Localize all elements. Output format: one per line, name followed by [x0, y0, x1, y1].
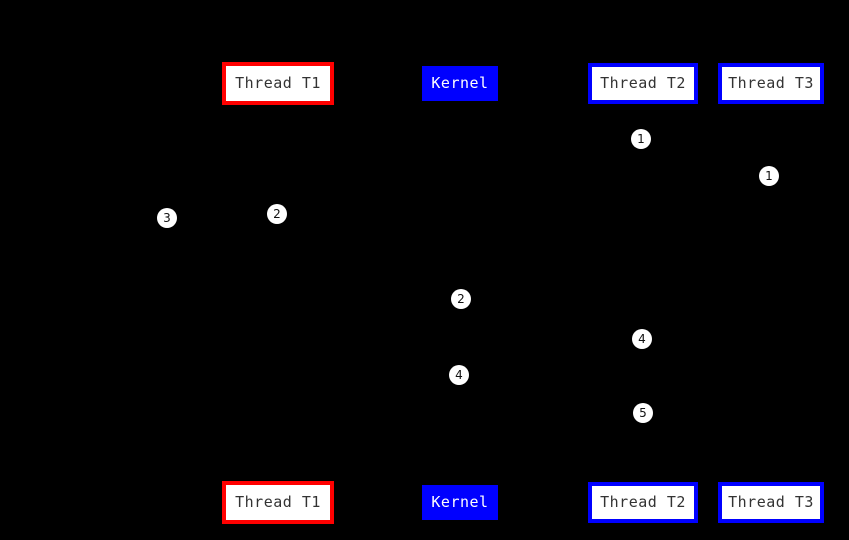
step-marker-2: 2 — [451, 289, 471, 309]
participant-thread-t3-top[interactable]: Thread T3 — [718, 63, 824, 104]
participant-label: Thread T1 — [235, 74, 321, 92]
participant-kernel-bottom[interactable]: Kernel — [422, 485, 498, 520]
participant-label: Thread T3 — [728, 493, 814, 511]
participant-thread-t2-top[interactable]: Thread T2 — [588, 63, 698, 104]
participant-label: Thread T2 — [600, 493, 686, 511]
participant-thread-t1-top[interactable]: Thread T1 — [222, 62, 334, 105]
participant-thread-t2-bottom[interactable]: Thread T2 — [588, 482, 698, 523]
step-marker-5: 5 — [633, 403, 653, 423]
msg-3-t1 — [167, 218, 278, 219]
participant-thread-t1-bottom[interactable]: Thread T1 — [222, 481, 334, 524]
participant-label: Kernel — [431, 493, 489, 511]
lifeline-thread-t1 — [278, 105, 279, 481]
participant-thread-t3-bottom[interactable]: Thread T3 — [718, 482, 824, 523]
participant-label: Thread T1 — [235, 493, 321, 511]
step-marker-3: 3 — [157, 208, 177, 228]
step-marker-1: 1 — [759, 166, 779, 186]
participant-kernel-top[interactable]: Kernel — [422, 66, 498, 101]
step-marker-4: 4 — [632, 329, 652, 349]
step-marker-2: 2 — [267, 204, 287, 224]
participant-label: Thread T3 — [728, 74, 814, 92]
lifeline-thread-t3 — [771, 104, 772, 482]
lifeline-thread-t2 — [643, 104, 644, 482]
step-marker-1: 1 — [631, 129, 651, 149]
step-marker-4: 4 — [449, 365, 469, 385]
participant-label: Thread T2 — [600, 74, 686, 92]
participant-label: Kernel — [431, 74, 489, 92]
